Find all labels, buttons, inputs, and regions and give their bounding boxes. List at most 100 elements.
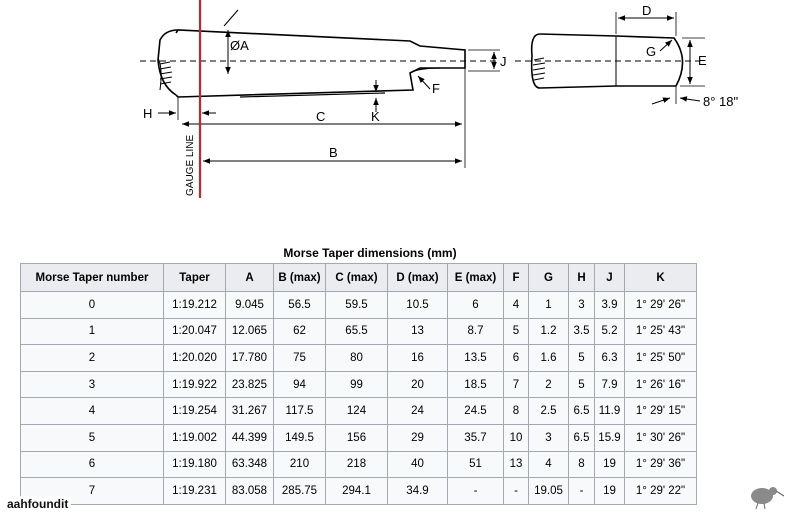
table-cell: 285.75 [273, 477, 326, 505]
dim-f-leader [417, 75, 431, 90]
table-cell: 83.058 [225, 477, 274, 505]
table-cell: 4 [503, 291, 529, 319]
table-cell: 10.5 [387, 291, 448, 319]
table-cell: 1° 25' 43" [624, 317, 697, 346]
table-cell: 1:19.231 [163, 477, 226, 505]
table-cell: 2 [528, 370, 569, 399]
table-cell: 4 [528, 450, 569, 479]
table-cell: 6.5 [568, 423, 595, 452]
header-e-max: E (max) [447, 263, 504, 292]
table-cell: 1 [528, 291, 569, 319]
header-a: A [225, 263, 274, 292]
table-title: Morse Taper dimensions (mm) [283, 246, 457, 260]
table-cell: 1:19.180 [163, 450, 226, 479]
tang-break-hatch [532, 57, 546, 81]
table-cell: 5 [503, 317, 529, 346]
table-cell: 8 [568, 450, 595, 479]
table-cell: 75 [273, 344, 326, 372]
watermark: aahfoundit [4, 496, 72, 512]
header-morse-taper-number: Morse Taper number [20, 263, 164, 292]
header-k: K [624, 263, 697, 292]
table-cell: 2 [20, 344, 164, 372]
table-cell: - [568, 477, 595, 505]
table-cell: 6 [503, 344, 529, 372]
table-cell: 1:19.002 [163, 423, 226, 452]
morse-taper-table: Morse Taper number Taper A B (max) C (ma… [20, 263, 697, 505]
table-cell: 7.9 [594, 370, 625, 399]
label-h: H [143, 106, 152, 121]
table-cell: 1° 29' 36" [624, 450, 697, 479]
table-cell: 294.1 [325, 477, 388, 505]
table-cell: 6.3 [594, 344, 625, 372]
dim-g-leader [659, 39, 673, 52]
table-cell: 1° 26' 16" [624, 370, 697, 399]
table-cell: 19.05 [528, 477, 569, 505]
table-cell: 15.9 [594, 423, 625, 452]
table-cell: 19 [594, 477, 625, 505]
table-cell: 8 [503, 397, 529, 425]
table-cell: 1° 30' 26" [624, 423, 697, 452]
table-cell: 13.5 [447, 344, 504, 372]
shank-outline [157, 29, 466, 98]
table-cell: 23.825 [225, 370, 274, 399]
table-cell: 13 [503, 450, 529, 479]
table-cell: 1:19.212 [163, 291, 226, 319]
dim-k-base [239, 92, 386, 98]
table-cell: 1:20.020 [163, 344, 226, 372]
dim-angle-arrow-left [651, 97, 671, 105]
table-cell: 1 [20, 317, 164, 346]
tang-curve [409, 67, 441, 74]
table-cell: 3.9 [594, 291, 625, 319]
table-cell: 117.5 [273, 397, 326, 425]
table-cell: 1.6 [528, 344, 569, 372]
table-cell: 63.348 [225, 450, 274, 479]
header-b-max: B (max) [273, 263, 326, 292]
break-hatch [157, 57, 173, 91]
table-cell: 2.5 [528, 397, 569, 425]
table-cell: 124 [325, 397, 388, 425]
table-cell: 29 [387, 423, 448, 452]
table-cell: 1° 29' 26" [624, 291, 697, 319]
header-d-max: D (max) [387, 263, 448, 292]
label-j: J [500, 54, 507, 69]
label-dia-a: ØA [230, 38, 249, 53]
table-cell: 149.5 [273, 423, 326, 452]
table-cell: 5 [568, 370, 595, 399]
table-cell: 8.7 [447, 317, 504, 346]
label-f: F [432, 81, 440, 96]
table-cell: 65.5 [325, 317, 388, 346]
dim-a-leader [223, 9, 239, 27]
table-cell: 13 [387, 317, 448, 346]
table-cell: 3 [568, 291, 595, 319]
table-cell: 6 [20, 450, 164, 479]
table-cell: 4 [20, 397, 164, 425]
table-cell: 3 [20, 370, 164, 399]
table-cell: 44.399 [225, 423, 274, 452]
table-cell: 18.5 [447, 370, 504, 399]
table-cell: 1:19.254 [163, 397, 226, 425]
table-cell: 6 [447, 291, 504, 319]
label-c: C [316, 109, 325, 124]
morse-taper-drawing: ØA J F K H C B GAUGE LINE D G [140, 0, 739, 198]
table-cell: 12.065 [225, 317, 274, 346]
table-cell: 1:19.922 [163, 370, 226, 399]
label-g: G [646, 44, 656, 59]
table-cell: 9.045 [225, 291, 274, 319]
label-k: K [371, 109, 380, 124]
table-cell: 210 [273, 450, 326, 479]
table-cell: 40 [387, 450, 448, 479]
table-cell: 3.5 [568, 317, 595, 346]
table-cell: 3 [528, 423, 569, 452]
table-cell: 5 [20, 423, 164, 452]
table-cell: 80 [325, 344, 388, 372]
table-cell: 218 [325, 450, 388, 479]
table-cell: 24 [387, 397, 448, 425]
table-cell: 6.5 [568, 397, 595, 425]
